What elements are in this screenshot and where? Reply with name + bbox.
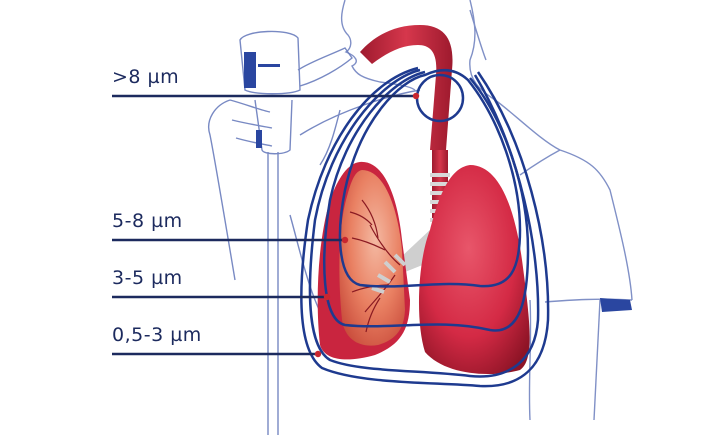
inhaler-band <box>244 52 256 88</box>
label-gt8um: >8 µm <box>112 66 180 88</box>
sleeve-shadow <box>600 298 632 312</box>
inhaler-grip <box>256 130 262 148</box>
deposition-zones <box>300 66 550 388</box>
inhaler-detail <box>258 64 280 67</box>
right-lung <box>418 165 530 375</box>
bronchi-rings <box>371 253 407 294</box>
marker-dots <box>314 92 420 358</box>
label-5-8um: 5-8 µm <box>112 210 183 232</box>
label-0.5-3um: 0,5-3 µm <box>112 324 202 346</box>
leader-lines <box>112 94 416 356</box>
label-3-5um: 3-5 µm <box>112 267 183 289</box>
